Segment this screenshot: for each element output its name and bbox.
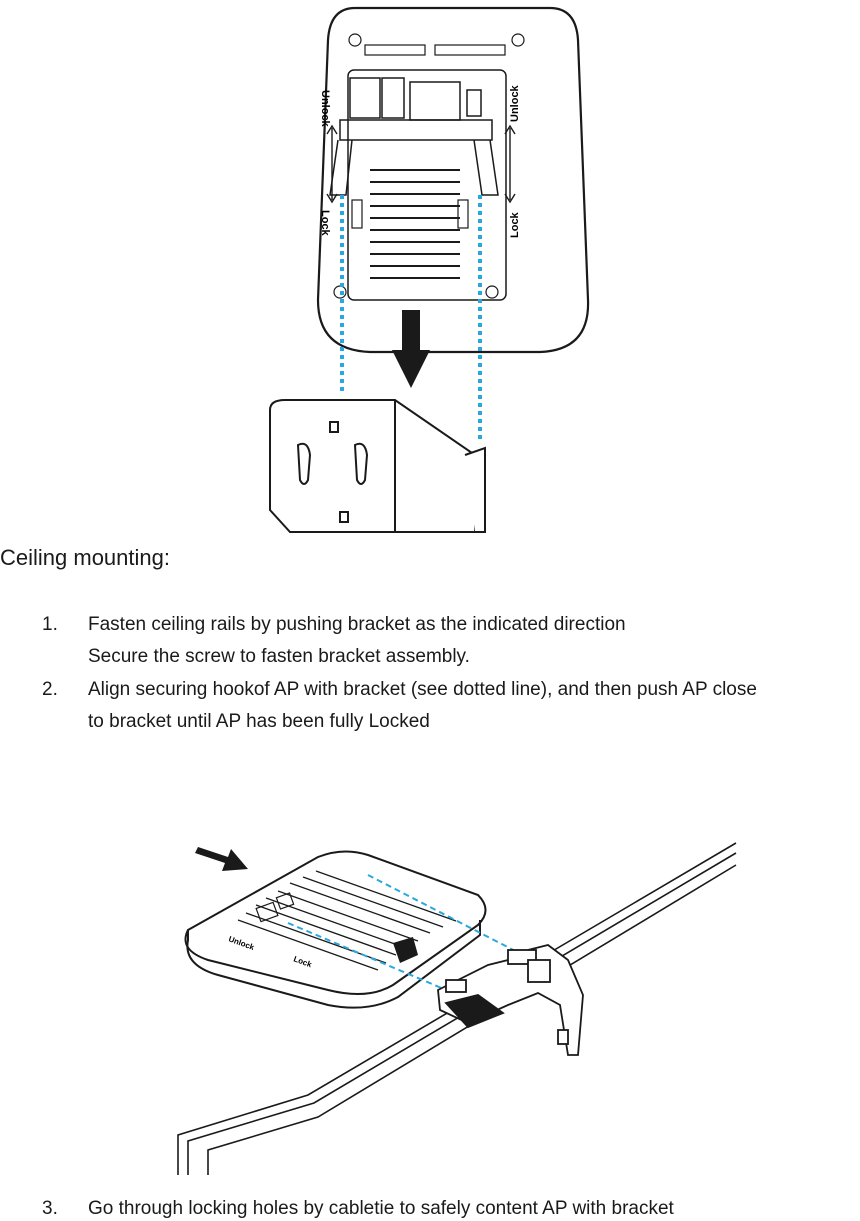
step-text: Secure the screw to fasten bracket assem… xyxy=(88,646,470,667)
ceiling-rail-drawing: Unlock Lock xyxy=(177,842,737,1175)
section-heading: Ceiling mounting: xyxy=(0,545,170,570)
step-text: Fasten ceiling rails by pushing bracket … xyxy=(88,614,626,635)
step-text: Go through locking holes by cabletie to … xyxy=(88,1198,674,1219)
vent-grid xyxy=(370,169,460,279)
wall-bracket xyxy=(269,399,486,533)
step-text: Align securing hookof AP with bracket (s… xyxy=(88,679,757,700)
step-number: 1. xyxy=(42,614,58,635)
lock-label-left: Lock xyxy=(319,210,331,237)
unlock-label-left: Unlock xyxy=(319,90,331,128)
figure-ap-bracket-wall: Unlock Lock Unlock Lock xyxy=(260,0,700,535)
push-down-arrow-icon xyxy=(392,310,430,388)
push-arrow-icon xyxy=(195,847,248,871)
figure-ap-ceiling-rail: Unlock Lock xyxy=(128,755,738,1180)
ap-bracket-drawing: Unlock Lock Unlock Lock xyxy=(269,6,590,533)
lock-label-right: Lock xyxy=(509,211,521,238)
ceiling-bracket xyxy=(437,944,584,1056)
step-text: to bracket until AP has been fully Locke… xyxy=(88,711,430,732)
step-number: 3. xyxy=(42,1198,58,1219)
step-number: 2. xyxy=(42,679,58,700)
dotted-guide-left xyxy=(287,922,459,996)
dotted-guide-right xyxy=(367,874,524,956)
unlock-label-right: Unlock xyxy=(509,84,521,122)
